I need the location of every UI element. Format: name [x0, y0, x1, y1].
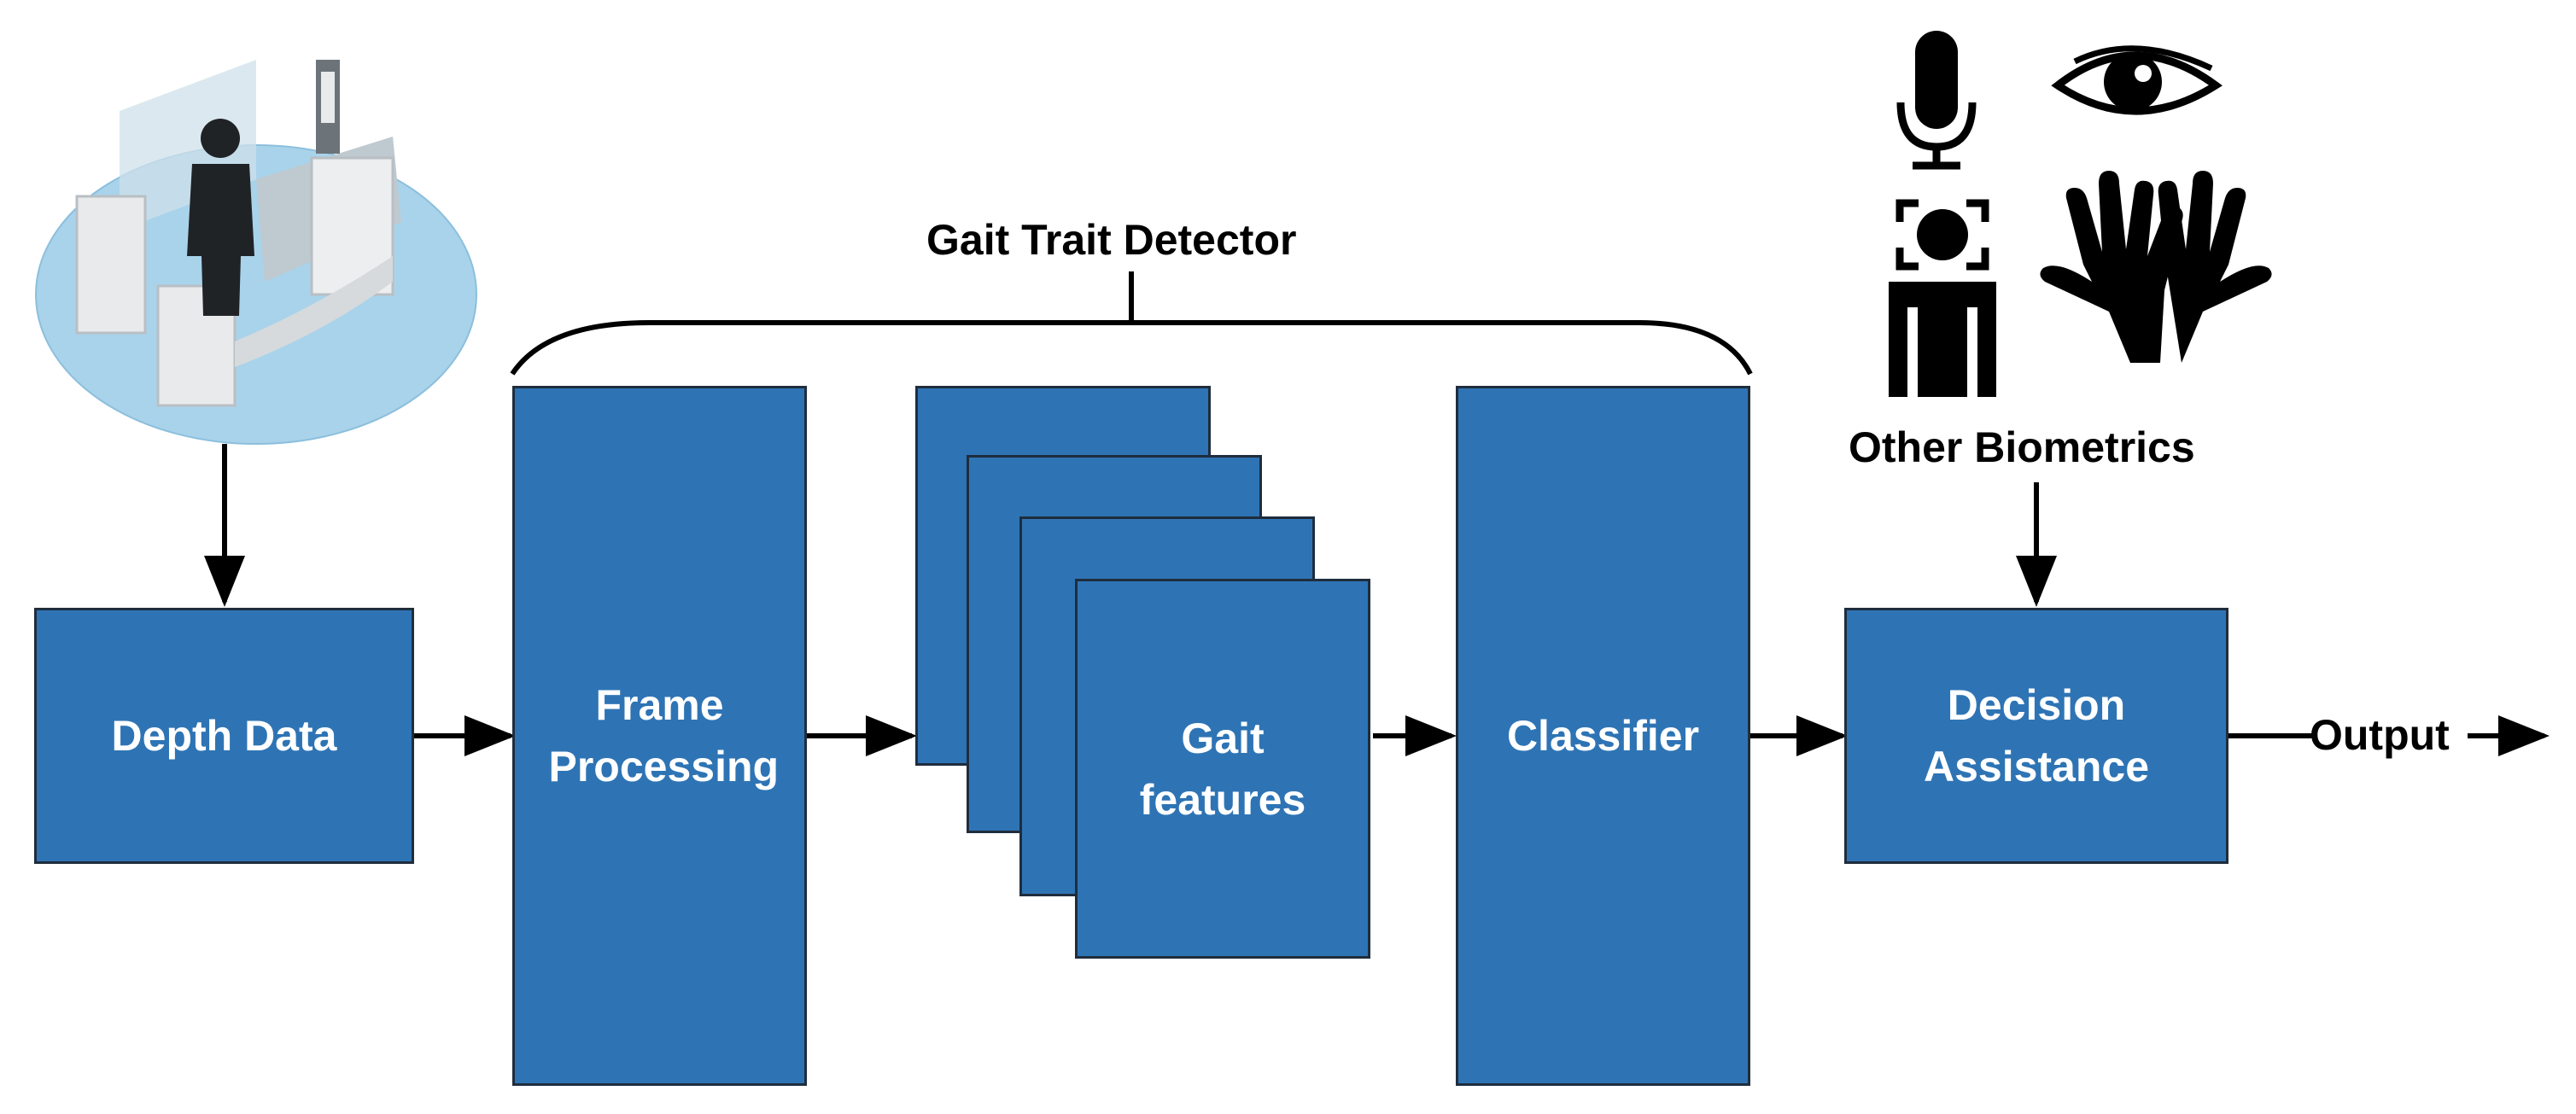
output-label: Output [2310, 711, 2450, 759]
gait-features-label: Gait features [1139, 714, 1306, 824]
depth-data-label: Depth Data [111, 712, 337, 760]
other-biometrics-title: Other Biometrics [1849, 423, 2195, 471]
classifier-block: Classifier [1456, 386, 1750, 1086]
frame-processing-label: Frame Processing [548, 681, 780, 790]
gait-trait-detector-title: Gait Trait Detector [926, 216, 1297, 264]
depth-data-block: Depth Data [34, 608, 414, 864]
frame-processing-block: Frame Processing [512, 386, 807, 1086]
decision-assistance-label: Decision Assistance [1923, 681, 2150, 790]
gait-trait-detector-brace [510, 320, 1753, 376]
classifier-label: Classifier [1506, 712, 1700, 760]
decision-assistance-block: Decision Assistance [1844, 608, 2228, 864]
gait-features-block: Gait features [1075, 579, 1370, 959]
